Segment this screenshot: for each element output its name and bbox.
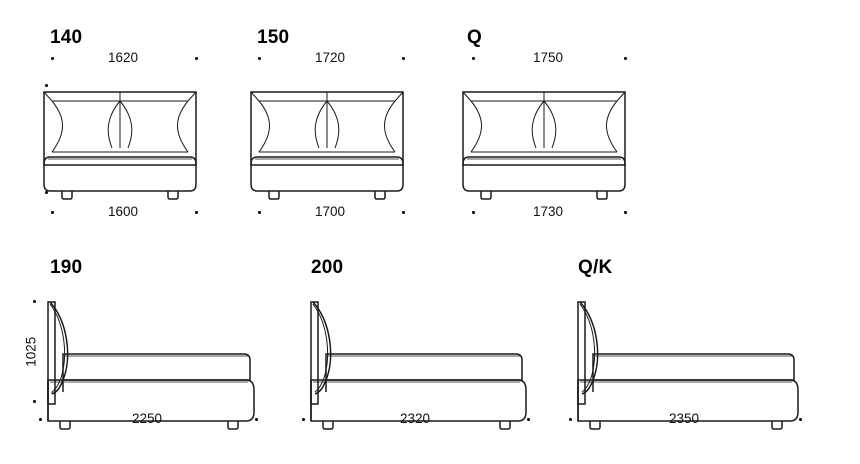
dim-tick-bottom-left — [51, 211, 54, 214]
bottom-dimension-1600: 1600 — [107, 204, 139, 219]
dim-tick-bottom-right — [195, 211, 198, 214]
dim-tick-left — [472, 57, 475, 60]
model-label-q: Q — [467, 27, 482, 48]
model-label-190: 190 — [50, 257, 83, 278]
front-view-unit-140: 140 1620 — [0, 0, 230, 230]
dim-tick-bottom-left — [472, 211, 475, 214]
dim-tick-bottom-left — [39, 418, 42, 421]
dim-tick-right — [624, 57, 627, 60]
bottom-dimension-1700: 1700 — [314, 204, 346, 219]
model-label-qk: Q/K — [578, 257, 613, 278]
height-tick-bottom — [33, 400, 36, 403]
front-view-unit-150: 150 1720 1700 — [207, 0, 437, 230]
front-view-drawing-150 — [207, 0, 437, 230]
dim-tick-bottom-left — [302, 418, 305, 421]
dim-tick-bottom-left — [569, 418, 572, 421]
dim-tick-bottom-right — [624, 211, 627, 214]
vert-tick-top — [45, 84, 48, 87]
side-view-unit-190: 190 1025 2250 — [0, 240, 290, 464]
dim-tick-left — [51, 57, 54, 60]
dim-tick-bottom-right — [527, 418, 530, 421]
vert-tick-bottom — [45, 191, 48, 194]
bottom-dimension-1730: 1730 — [532, 204, 564, 219]
height-tick-top — [33, 300, 36, 303]
side-view-unit-200: 200 2320 — [263, 240, 563, 464]
top-dimension-1620: 1620 — [107, 50, 139, 65]
model-label-150: 150 — [257, 27, 290, 48]
bottom-dimension-2250: 2250 — [131, 411, 163, 426]
model-label-140: 140 — [50, 27, 83, 48]
front-view-drawing-q — [421, 0, 651, 230]
side-view-drawing-190 — [0, 240, 290, 464]
side-view-unit-qk: Q/K 2350 — [538, 240, 848, 464]
dim-tick-bottom-right — [402, 211, 405, 214]
bottom-dimension-2320: 2320 — [399, 411, 431, 426]
model-label-200: 200 — [311, 257, 344, 278]
side-view-drawing-qk — [538, 240, 848, 464]
side-view-drawing-200 — [263, 240, 563, 464]
dim-tick-left — [258, 57, 261, 60]
front-view-drawing-140 — [0, 0, 230, 230]
dim-tick-right — [402, 57, 405, 60]
front-view-unit-q: Q 1750 1730 — [421, 0, 651, 230]
top-dimension-1720: 1720 — [314, 50, 346, 65]
dim-tick-bottom-left — [258, 211, 261, 214]
bottom-dimension-2350: 2350 — [668, 411, 700, 426]
dim-tick-bottom-right — [799, 418, 802, 421]
dim-tick-bottom-right — [255, 418, 258, 421]
dim-tick-right — [195, 57, 198, 60]
top-dimension-1750: 1750 — [532, 50, 564, 65]
